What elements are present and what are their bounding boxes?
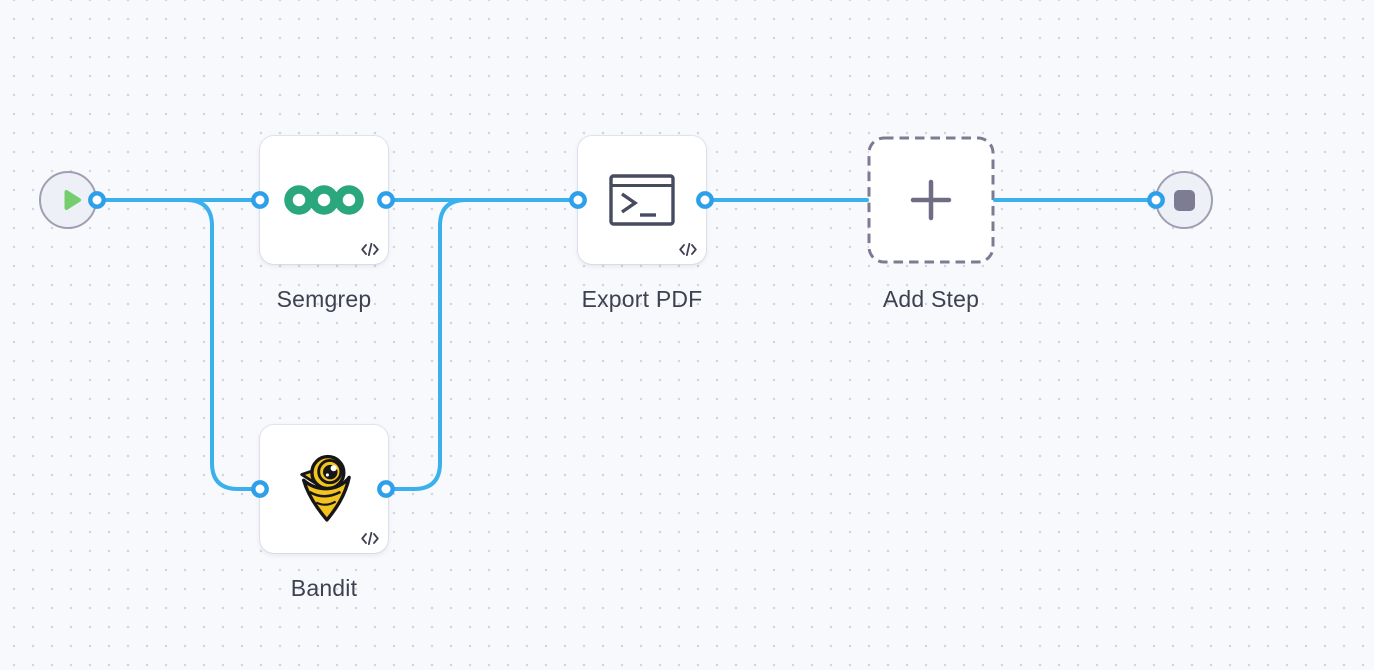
code-badge-icon [679,243,697,256]
code-badge-icon [361,532,379,545]
edge-bandit-to-export-pdf[interactable] [384,198,580,491]
step-node-export-pdf[interactable]: Export PDF [578,136,706,312]
step-label-semgrep: Semgrep [276,286,372,312]
add-step-card[interactable] [867,136,995,264]
step-card[interactable] [260,425,388,553]
bandit-logo-icon [300,454,351,522]
step-label-export-pdf: Export PDF [581,286,703,312]
plus-icon [910,179,952,221]
step-card[interactable] [260,136,388,264]
stop-icon [1173,189,1195,211]
dashed-border [867,136,995,264]
step-label-bandit: Bandit [290,575,358,601]
end-node[interactable] [1155,171,1213,229]
step-card[interactable] [578,136,706,264]
code-badge-icon [361,243,379,256]
step-node-semgrep[interactable]: Semgrep [260,136,388,312]
terminal-icon [609,174,675,226]
semgrep-logo-icon [284,185,364,215]
edge-start-to-bandit[interactable] [95,198,262,491]
step-node-bandit[interactable]: Bandit [260,425,388,601]
play-icon [64,190,81,210]
add-step-node[interactable]: Add Step [867,136,995,312]
step-label-add-step: Add Step [882,286,980,312]
start-node[interactable] [39,171,97,229]
